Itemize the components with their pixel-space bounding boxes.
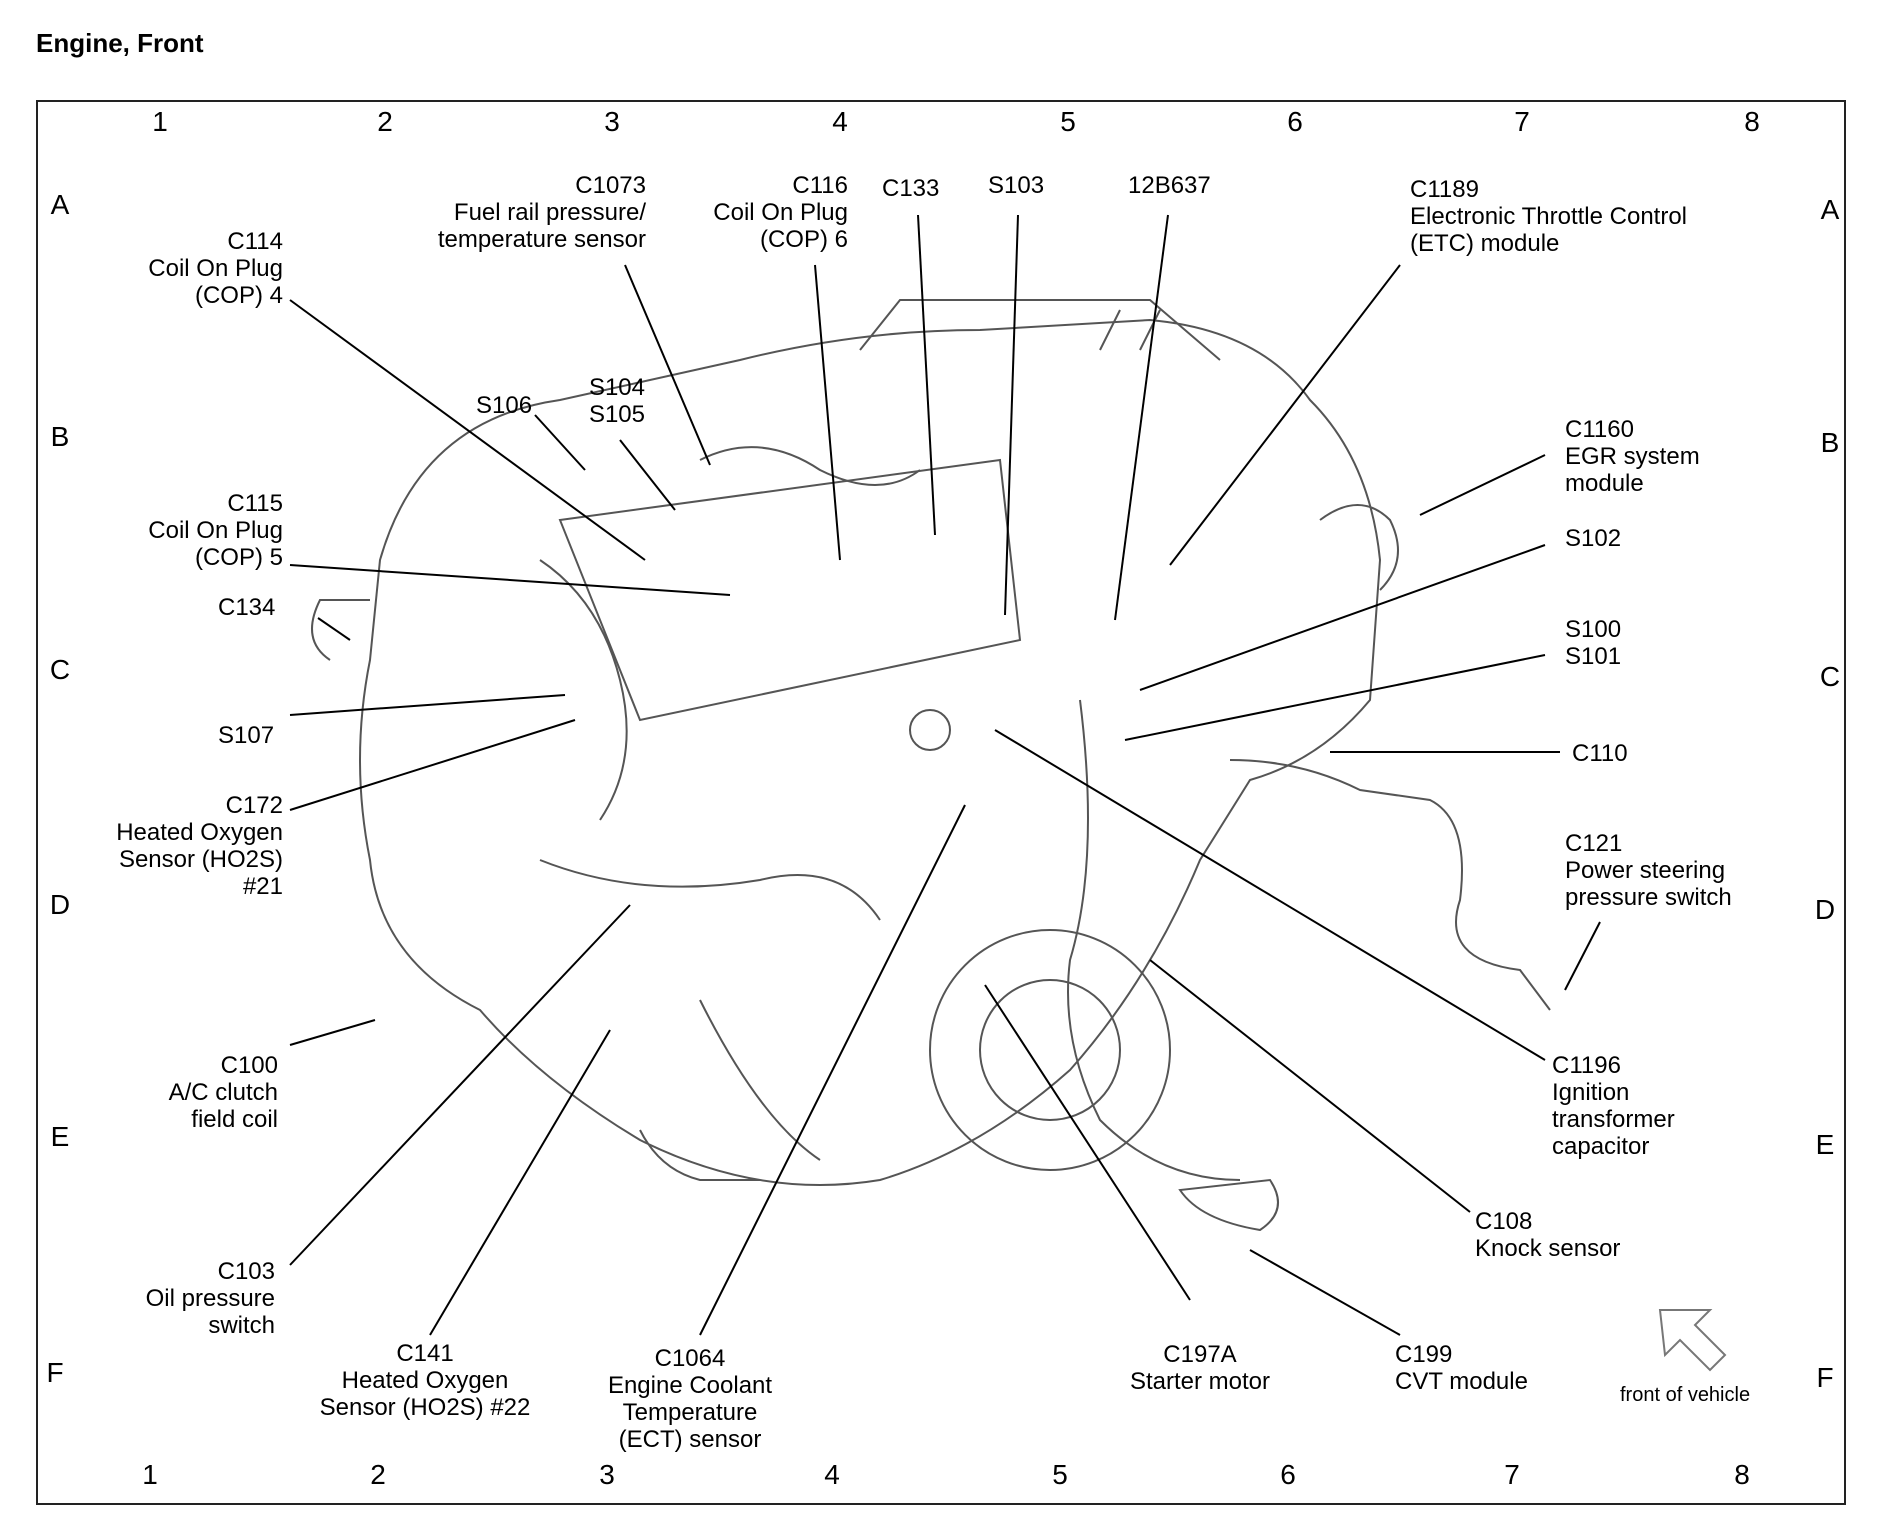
label-12b637: 12B637	[1128, 172, 1211, 199]
leader-c1073	[624, 264, 711, 466]
leader-s107	[289, 694, 566, 716]
label-c100: C100 A/C clutch field coil	[168, 1052, 278, 1133]
leader-c1189	[1169, 264, 1401, 566]
grid-col-7-top: 7	[1514, 106, 1530, 137]
leader-s102	[1139, 544, 1546, 691]
grid-col-6-top: 6	[1287, 106, 1303, 137]
leader-c172	[289, 719, 576, 811]
label-s100-s101: S100 S101	[1565, 616, 1622, 670]
leader-s100	[1124, 654, 1546, 741]
grid-col-6-bottom: 6	[1280, 1459, 1296, 1490]
label-c1073: C1073 Fuel rail pressure/ temperature se…	[437, 172, 646, 253]
grid-row-c-right: C	[1819, 661, 1841, 692]
front-arrow-icon	[1658, 1309, 1727, 1372]
grid-col-5-bottom: 5	[1052, 1459, 1068, 1490]
leader-c114	[289, 299, 646, 561]
label-c114: C114 Coil On Plug (COP) 4	[148, 228, 283, 309]
label-s106: S106	[476, 392, 533, 419]
leader-s106	[534, 414, 586, 471]
grid-col-1-bottom: 1	[142, 1459, 158, 1490]
label-c1189: C1189 Electronic Throttle Control (ETC) …	[1410, 176, 1688, 257]
grid-col-4-bottom: 4	[824, 1459, 840, 1490]
leader-c133	[917, 214, 936, 536]
label-c134: C134	[218, 594, 276, 621]
engine-illustration	[311, 299, 1551, 1232]
label-c141: C141 Heated Oxygen Sensor (HO2S) #22	[319, 1340, 531, 1421]
label-s104-s105: S104 S105	[588, 374, 645, 428]
label-s107: S107	[218, 722, 275, 749]
grid-col-3-bottom: 3	[599, 1459, 615, 1490]
leader-c1196	[994, 729, 1546, 1061]
grid-row-d-left: D	[49, 889, 71, 920]
label-s103: S103	[988, 172, 1045, 199]
grid-row-e-left: E	[50, 1121, 70, 1152]
grid-row-d-right: D	[1814, 894, 1836, 925]
label-c108: C108 Knock sensor	[1475, 1208, 1621, 1262]
grid-col-8-top: 8	[1744, 106, 1760, 137]
page-title: Engine, Front	[36, 28, 204, 58]
grid-col-8-bottom: 8	[1734, 1459, 1750, 1490]
front-of-vehicle-label: front of vehicle	[1620, 1384, 1751, 1406]
grid-row-a-left: A	[50, 189, 70, 220]
grid-col-7-bottom: 7	[1504, 1459, 1520, 1490]
leader-c121	[1564, 921, 1601, 991]
grid-row-c-left: C	[49, 654, 71, 685]
grid-col-3-top: 3	[604, 106, 620, 137]
label-c1196: C1196 Ignition transformer capacitor	[1552, 1052, 1675, 1160]
label-c103: C103 Oil pressure switch	[145, 1258, 275, 1339]
label-s102: S102	[1565, 525, 1622, 552]
grid-row-b-right: B	[1820, 427, 1840, 458]
diagram-frame	[36, 100, 1846, 1505]
leader-lines	[289, 214, 1601, 1336]
grid-row-f-right: F	[1816, 1362, 1834, 1393]
leader-c141	[429, 1029, 611, 1336]
grid-row-b-left: B	[50, 421, 70, 452]
grid-row-e-right: E	[1815, 1129, 1835, 1160]
label-c115: C115 Coil On Plug (COP) 5	[148, 490, 283, 571]
leader-c1160	[1419, 454, 1546, 516]
grid-col-1-top: 1	[152, 106, 168, 137]
grid-col-2-bottom: 2	[370, 1459, 386, 1490]
leader-c197a	[984, 984, 1191, 1301]
leader-c103	[289, 904, 631, 1266]
grid-col-5-top: 5	[1060, 106, 1076, 137]
leader-12b637	[1114, 214, 1169, 621]
leader-c115	[289, 564, 731, 596]
leader-c199	[1249, 1249, 1401, 1336]
label-c199: C199 CVT module	[1395, 1341, 1528, 1395]
label-c1160: C1160 EGR system module	[1565, 416, 1700, 497]
grid-col-2-top: 2	[377, 106, 393, 137]
label-c1064: C1064 Engine Coolant Temperature (ECT) s…	[607, 1345, 773, 1453]
label-c116: C116 Coil On Plug (COP) 6	[713, 172, 848, 253]
leader-c108	[1149, 959, 1471, 1213]
grid-row-f-left: F	[46, 1357, 64, 1388]
grid-col-4-top: 4	[832, 106, 848, 137]
label-c172: C172 Heated Oxygen Sensor (HO2S) #21	[116, 792, 283, 900]
label-c133: C133	[882, 175, 940, 202]
label-c197a: C197A Starter motor	[1129, 1341, 1271, 1395]
leader-s103	[1004, 214, 1019, 616]
leader-s104	[619, 439, 676, 511]
label-c121: C121 Power steering pressure switch	[1565, 830, 1732, 911]
leader-c134	[317, 617, 351, 641]
label-c110: C110	[1572, 740, 1628, 767]
leader-c100	[289, 1019, 376, 1046]
grid-row-a-right: A	[1820, 194, 1840, 225]
leader-c116	[814, 264, 841, 561]
leader-c1064	[699, 804, 966, 1336]
